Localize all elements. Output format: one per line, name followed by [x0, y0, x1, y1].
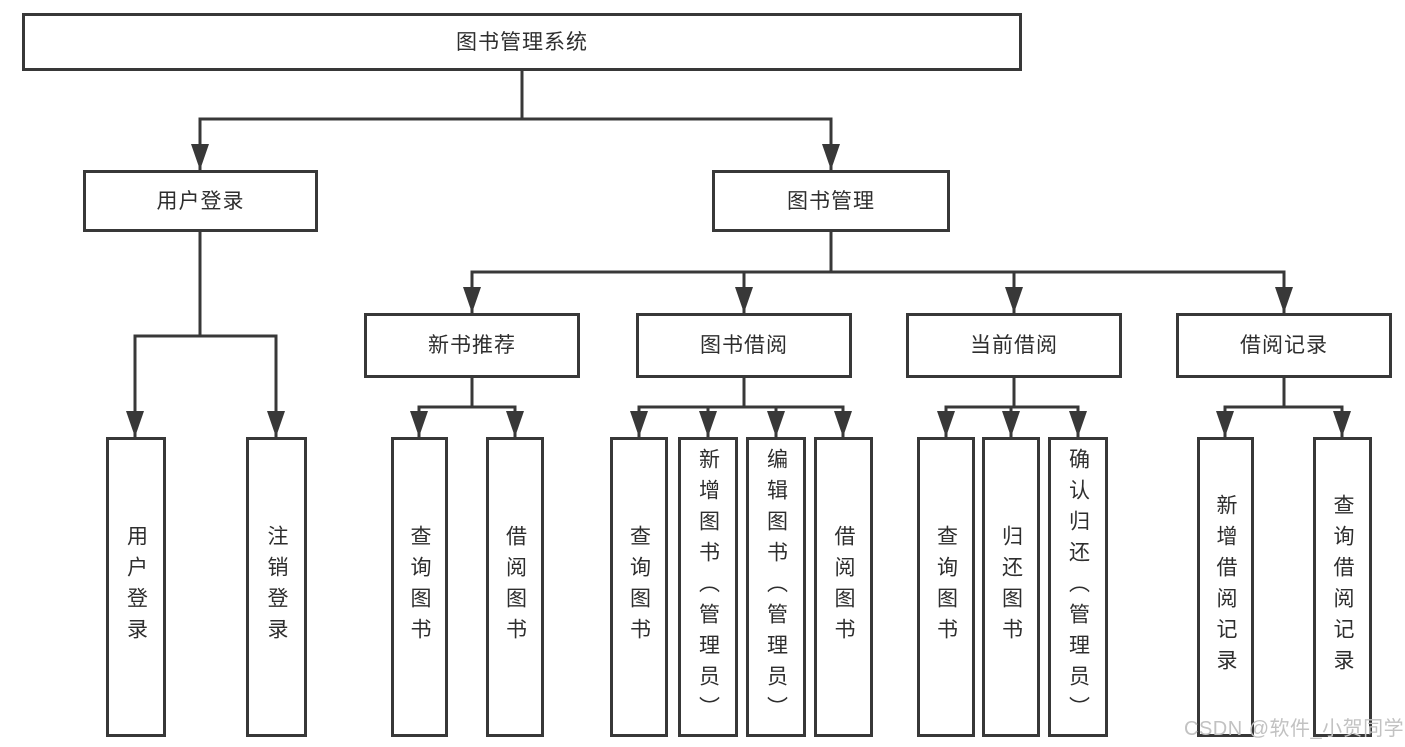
leaf-user-login: 用户登录: [106, 437, 166, 737]
node-book-borrowing: 图书借阅: [636, 313, 852, 378]
leaf-query-books-2: 查询图书: [610, 437, 668, 737]
watermark: CSDN @软件_小贺同学: [1184, 718, 1405, 740]
leaf-label: 用户登录: [124, 525, 148, 649]
node-label: 图书管理: [787, 189, 875, 213]
leaf-label: 查询图书: [627, 525, 651, 649]
leaf-label: 查询图书: [934, 525, 958, 649]
leaf-label: 查询图书: [408, 525, 431, 649]
leaf-logout: 注销登录: [246, 437, 307, 737]
node-label: 图书借阅: [700, 334, 788, 357]
leaf-borrow-books-2: 借阅图书: [814, 437, 873, 737]
leaf-borrow-books-1: 借阅图书: [486, 437, 544, 737]
node-user-login: 用户登录: [83, 170, 318, 232]
node-label: 用户登录: [156, 189, 245, 213]
leaf-label: 新增图书（管理员）: [696, 447, 720, 727]
node-label: 当前借阅: [970, 334, 1058, 357]
leaf-label: 注销登录: [265, 525, 288, 649]
leaf-query-borrow-record: 查询借阅记录: [1313, 437, 1372, 737]
leaf-label: 借阅图书: [503, 525, 527, 649]
node-label: 新书推荐: [428, 334, 516, 357]
leaf-label: 借阅图书: [832, 525, 855, 649]
node-current-borrowing: 当前借阅: [906, 313, 1122, 378]
leaf-confirm-return-admin: 确认归还（管理员）: [1048, 437, 1108, 737]
leaf-label: 新增借阅记录: [1214, 494, 1237, 680]
node-new-book-recommendation: 新书推荐: [364, 313, 580, 378]
node-label: 图书管理系统: [456, 30, 588, 54]
leaf-label: 归还图书: [999, 525, 1023, 649]
connector-arrows: [126, 119, 1351, 437]
leaf-return-books: 归还图书: [982, 437, 1040, 737]
node-borrowing-records: 借阅记录: [1176, 313, 1392, 378]
leaf-label: 确认归还（管理员）: [1066, 447, 1090, 727]
node-label: 借阅记录: [1240, 334, 1328, 357]
leaf-query-books-3: 查询图书: [917, 437, 975, 737]
leaf-add-borrow-record: 新增借阅记录: [1197, 437, 1254, 737]
leaf-edit-books-admin: 编辑图书（管理员）: [746, 437, 806, 737]
leaf-label: 编辑图书（管理员）: [764, 447, 788, 727]
leaf-add-books-admin: 新增图书（管理员）: [678, 437, 738, 737]
node-library-management-system: 图书管理系统: [22, 13, 1022, 71]
node-book-management: 图书管理: [712, 170, 950, 232]
leaf-query-books-1: 查询图书: [391, 437, 448, 737]
leaf-label: 查询借阅记录: [1331, 494, 1354, 680]
